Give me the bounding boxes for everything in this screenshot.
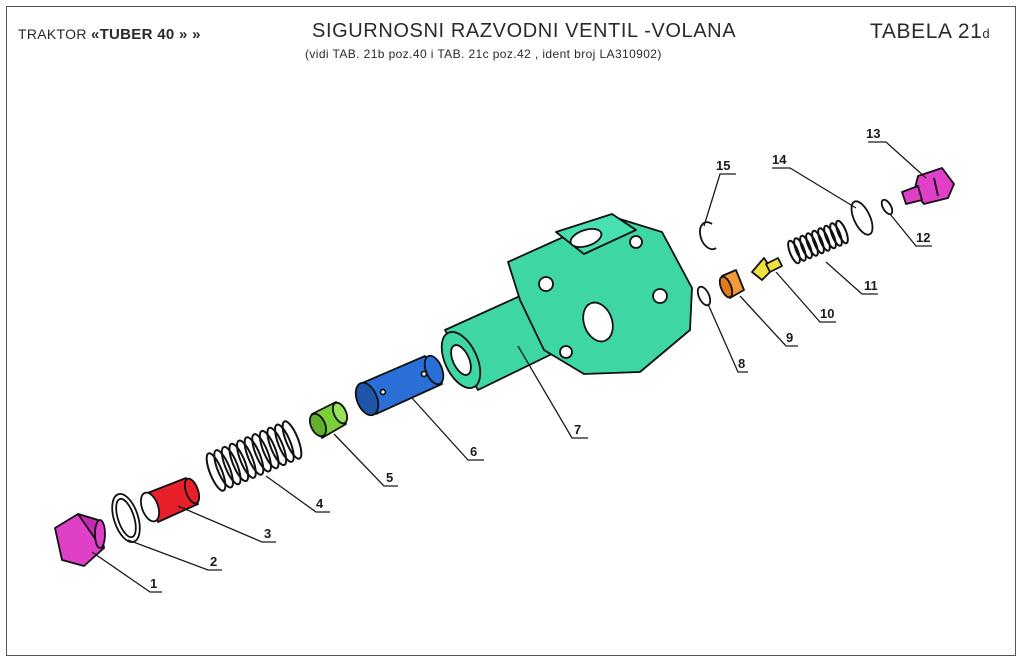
part-6-blue-cylinder: [354, 354, 445, 417]
part-6-hole-right: [420, 370, 428, 378]
part-12-small-ring: [880, 198, 894, 216]
part-7-bolt-hole-4: [559, 345, 573, 359]
part-7-bolt-hole-3: [652, 288, 668, 304]
part-4-spring-coil: [281, 420, 303, 460]
part-5-green-seat: [308, 401, 349, 439]
callout-1: 1: [150, 576, 157, 591]
part-3-left-end: [139, 491, 161, 523]
part-13-thread: [901, 185, 923, 205]
part-11-spring-coil: [835, 219, 849, 245]
diagram-title: SIGURNOSNI RAZVODNI VENTIL -VOLANA: [312, 20, 737, 42]
part-11-spring-coil: [799, 234, 813, 260]
leader-13: [868, 141, 927, 179]
table-suffix: d: [982, 26, 991, 41]
part-3-red-sleeve: [139, 477, 201, 523]
part-4-spring-coil: [236, 439, 257, 479]
leader-8: [707, 303, 748, 373]
part-4-spring-coil: [258, 429, 280, 470]
part-7-bolt-hole-1: [538, 276, 554, 292]
callout-13: 13: [866, 126, 880, 141]
part-5-left-end: [308, 412, 328, 438]
diagram-subtitle: (vidi TAB. 21b poz.40 i TAB. 21c poz.42 …: [305, 47, 662, 61]
leader-9: [739, 295, 798, 347]
callout-6: 6: [470, 444, 477, 459]
table-label: TABELA 21d: [870, 20, 990, 44]
part-4-spring-coil: [220, 445, 242, 486]
part-7-top-port: [569, 228, 603, 248]
part-11-spring-coil: [823, 224, 837, 250]
callout-11: 11: [864, 278, 878, 293]
part-4-spring-coil: [243, 436, 265, 476]
tractor-label: TRAKTOR «TUBER 40 » »: [18, 26, 201, 43]
part-4-spring-coil: [228, 442, 250, 483]
callout-9: 9: [786, 330, 793, 345]
part-4-spring-coil: [266, 426, 288, 467]
tractor-model: «TUBER 40 » »: [90, 26, 201, 43]
part-7-barrel-bore: [450, 344, 472, 376]
table-number: TABELA 21: [870, 20, 983, 43]
part-4-spring: [205, 420, 303, 492]
part-7-block: [507, 215, 693, 375]
part-13-screw-plug: [901, 167, 955, 205]
leader-2: [127, 539, 222, 571]
part-2-o-ring: [111, 493, 141, 543]
callout-3: 3: [264, 526, 271, 541]
part-4-spring-coil: [205, 452, 227, 492]
part-6-hole-left: [379, 388, 387, 396]
drawing-frame: [6, 6, 1016, 656]
part-11-spring: [787, 219, 849, 265]
part-11-spring-coil: [817, 227, 831, 252]
leader-12: [889, 213, 932, 247]
part-11-spring-coil: [829, 222, 843, 247]
part-8-small-ring: [696, 285, 712, 307]
part-2-ring-outer: [111, 493, 141, 543]
callout-10: 10: [820, 306, 834, 321]
tractor-prefix: TRAKTOR: [18, 26, 91, 42]
part-10-yellow-cone: [751, 257, 783, 281]
part-6-left-end: [354, 381, 380, 417]
part-1-cap-nut: [54, 513, 106, 567]
leader-3: [177, 505, 276, 543]
part-5-right-end: [331, 401, 349, 425]
part-7-valve-body: [440, 213, 693, 391]
callout-5: 5: [386, 470, 393, 485]
part-1-end: [94, 519, 106, 549]
part-11-spring-coil: [787, 239, 801, 265]
callout-4: 4: [316, 496, 324, 511]
leader-11: [825, 261, 878, 295]
leader-4: [265, 475, 330, 513]
leader-7: [517, 345, 588, 439]
part-15-circlip: [699, 221, 717, 251]
part-11-spring-coil: [811, 229, 825, 255]
callouts: 1 2 3 4 5 6 7 8 9 10 11 12 13 14 15: [91, 126, 932, 593]
part-4-spring-coil: [251, 433, 272, 473]
part-11-spring-coil: [793, 237, 807, 262]
part-7-side-port: [582, 301, 614, 343]
part-4-spring-coil: [213, 449, 234, 489]
part-9-end: [718, 275, 734, 299]
part-10-stem: [765, 257, 783, 273]
part-3-right-end: [183, 477, 201, 505]
callout-14: 14: [772, 152, 787, 167]
leader-6: [411, 397, 484, 461]
part-11-spring-coil: [805, 232, 819, 257]
part-9-orange-nut: [718, 269, 745, 299]
leader-5: [333, 433, 398, 487]
leader-10: [775, 271, 836, 323]
leader-14: [772, 167, 857, 209]
part-2-ring-inner: [115, 497, 137, 539]
callout-8: 8: [738, 356, 745, 371]
part-7-bolt-hole-2: [629, 235, 643, 249]
part-13-flat: [933, 177, 939, 197]
callout-7: 7: [574, 422, 581, 437]
leader-15: [703, 173, 736, 227]
callout-15: 15: [716, 158, 730, 173]
part-4-spring-coil: [274, 423, 295, 463]
leader-1: [91, 551, 162, 593]
callout-2: 2: [210, 554, 217, 569]
part-14-o-ring: [850, 200, 874, 236]
callout-12: 12: [916, 230, 930, 245]
